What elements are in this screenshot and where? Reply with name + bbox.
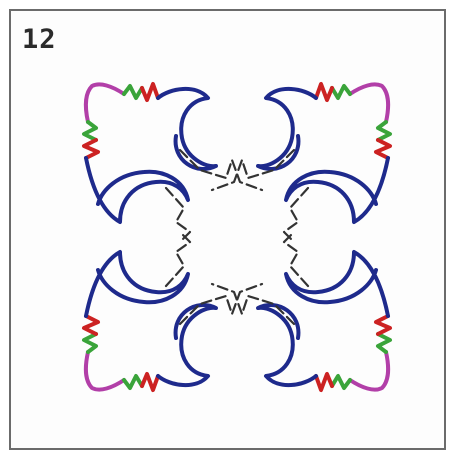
quadrant-top-right (212, 84, 390, 242)
quadrant-bottom-left (84, 232, 262, 390)
quadrant-bottom-right (212, 232, 390, 390)
quadrant-top-left (84, 84, 262, 242)
